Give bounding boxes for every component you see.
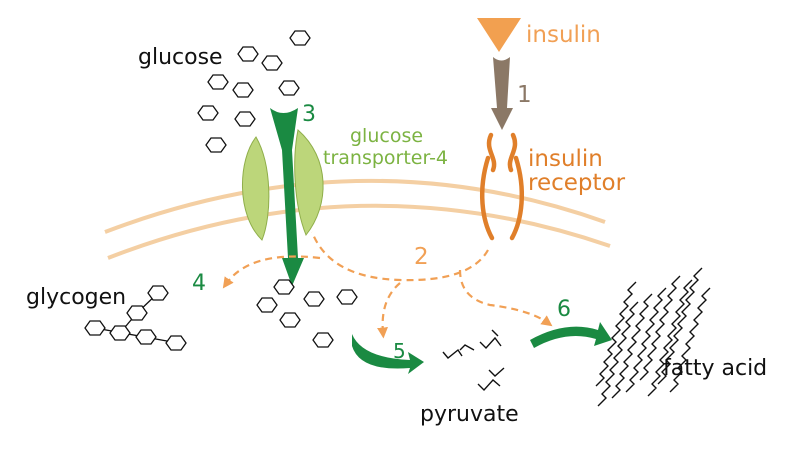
receptor-label-line1: insulin [528, 146, 603, 172]
pyruvate-label: pyruvate [420, 402, 519, 427]
signaling-pathways [222, 231, 553, 339]
glycogen-molecule [84, 285, 187, 351]
glucose-label: glucose [138, 45, 223, 70]
step-3-label: 3 [302, 102, 316, 127]
insulin-triangle-icon [477, 18, 521, 52]
pyruvate-molecules [442, 329, 505, 392]
receptor-label-line2: receptor [528, 170, 626, 196]
step-2-label: 2 [414, 244, 429, 270]
glucose-transporter-shape [241, 129, 324, 241]
glucose-uptake-arrow [270, 108, 304, 286]
step-4-label: 4 [192, 271, 206, 296]
lipogenesis-arrow [530, 322, 612, 348]
insulin-binding-arrow [491, 57, 513, 130]
glycogen-label: glycogen [26, 285, 126, 310]
glycolysis-arrow [352, 334, 424, 374]
transporter-label-line1: glucose [350, 125, 423, 147]
transporter-label-line2: transporter-4 [323, 147, 448, 169]
step-6-label: 6 [557, 297, 571, 322]
insulin-receptor-shape [479, 132, 525, 241]
intracellular-glucose-molecules [256, 279, 358, 348]
fatty-acid-label: fatty acid [663, 356, 767, 381]
step-1-label: 1 [517, 82, 532, 108]
insulin-label: insulin [526, 22, 601, 48]
fatty-acid-chains [595, 267, 711, 407]
step-5-label: 5 [393, 339, 406, 363]
cell-membrane [104, 178, 611, 260]
